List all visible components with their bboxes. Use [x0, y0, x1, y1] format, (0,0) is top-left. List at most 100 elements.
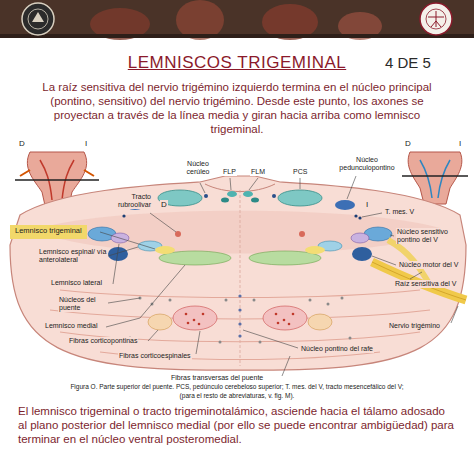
side-marker: I	[85, 139, 87, 148]
structure-label: PCS	[292, 168, 308, 176]
drawing-path	[410, 272, 422, 279]
page-number: 4 DE 5	[385, 54, 431, 71]
drawing-ellipse	[148, 314, 172, 330]
drawing-circle	[204, 194, 208, 198]
drawing-path	[230, 178, 231, 190]
structure-label: Núcleo motor del V	[398, 261, 460, 269]
drawing-path	[249, 178, 258, 190]
drawing-circle	[198, 323, 201, 326]
drawing-circle	[238, 334, 241, 337]
side-marker: D	[405, 139, 411, 148]
intro-text: La raíz sensitiva del nervio trigémino i…	[37, 80, 437, 136]
drawing-path	[200, 183, 205, 193]
drawing-path	[390, 235, 394, 236]
drawing-circle	[349, 337, 352, 340]
drawing-path	[100, 352, 380, 360]
structure-label: Fibras corticopontinas	[68, 337, 138, 345]
drawing-path	[243, 330, 298, 348]
drawing-ellipse	[308, 314, 332, 330]
leader-lines	[100, 176, 458, 376]
drawing-circle	[327, 303, 330, 306]
structure-label: Lemnisco espinal/ vía anterolateral	[38, 248, 108, 264]
drawing-line	[15, 179, 99, 181]
drawing-circle	[122, 214, 125, 217]
drawing-path	[282, 356, 290, 376]
drawing-path	[196, 331, 200, 354]
drawing-path	[372, 262, 466, 300]
drawing-ellipse	[243, 191, 253, 197]
structure-label: Núcleo cerúleo	[178, 160, 218, 176]
structure-label: Raíz sensitiva del V	[394, 280, 457, 288]
drawing-circle	[426, 9, 446, 29]
header-band	[0, 0, 474, 40]
drawing-path	[300, 178, 301, 189]
drawing-circle	[341, 297, 344, 300]
drawing-g	[129, 297, 352, 344]
drawing-circle	[169, 299, 172, 302]
structure-label: FLM	[250, 168, 266, 176]
brainstem-thumbnail	[402, 152, 468, 204]
structure-label: Tracto rubroolivar	[108, 193, 152, 209]
drawing-line	[240, 190, 241, 366]
structure-label: Fibras corticoespinales	[118, 352, 192, 360]
drawing-path	[108, 247, 138, 256]
drawing-circle	[187, 322, 190, 325]
drawing-path	[10, 176, 466, 370]
drawing-ellipse	[221, 198, 229, 203]
drawing-circle	[185, 313, 188, 316]
drawing-path	[451, 306, 458, 323]
drawing-circle	[225, 299, 228, 302]
structure-band: Lemnisco trigeminal	[10, 225, 87, 239]
structure-label: T. mes. V	[384, 208, 415, 216]
pons-section	[10, 176, 466, 370]
drawing-ellipse	[251, 198, 259, 203]
drawing-circle	[272, 194, 276, 198]
drawing-path	[32, 12, 44, 22]
drawing-path	[100, 232, 155, 249]
drawing-circle	[275, 313, 278, 316]
body-text: El lemnisco trigeminal o tracto trigemin…	[18, 404, 456, 446]
drawing-circle	[238, 308, 241, 311]
figure-caption-note: (para el resto de abreviaturas, v. fig. …	[0, 392, 474, 399]
drawing-ellipse	[352, 247, 372, 261]
drawing-path	[347, 176, 356, 199]
band-label: Lemnisco trigeminal	[15, 227, 82, 236]
structure-label: FLP	[222, 168, 237, 176]
drawing-circle	[420, 3, 452, 35]
side-marker: D	[160, 200, 168, 209]
drawing-circle	[358, 216, 361, 219]
drawing-path	[148, 330, 158, 341]
drawing-circle	[292, 313, 295, 316]
drawing-path	[408, 152, 462, 204]
drawing-circle	[354, 214, 357, 217]
drawing-ellipse	[335, 200, 355, 210]
logo-right	[420, 3, 452, 35]
drawing-rect	[0, 34, 474, 38]
structure-label: Fibras transversas del puente	[170, 374, 264, 382]
drawing-path	[60, 290, 420, 298]
drawing-circle	[238, 294, 241, 297]
drawing-circle	[22, 3, 54, 35]
drawing-ellipse	[227, 191, 237, 197]
drawing-circle	[259, 341, 262, 344]
drawing-circle	[283, 319, 286, 322]
structure-label: Núcleo pontino del rafe	[300, 345, 374, 353]
side-marker: D	[19, 139, 25, 148]
drawing-ellipse	[305, 246, 325, 254]
drawing-line	[402, 175, 468, 177]
structure-label: Núcleo pedunculopontino	[333, 156, 401, 172]
drawing-circle	[193, 319, 196, 322]
drawing-g	[185, 313, 295, 326]
figure-caption: Figura O. Parte superior del puente. PCS…	[4, 383, 470, 390]
structure-label: Lemnisco medial	[44, 322, 99, 330]
drawing-path	[106, 265, 185, 327]
drawing-circle	[288, 323, 291, 326]
drawing-circle	[253, 299, 256, 302]
drawing-circle	[28, 9, 48, 29]
drawing-path	[372, 256, 396, 265]
drawing-path	[20, 170, 94, 176]
drawing-ellipse	[155, 246, 175, 254]
drawing-path	[150, 213, 176, 232]
drawing-path	[362, 213, 382, 217]
